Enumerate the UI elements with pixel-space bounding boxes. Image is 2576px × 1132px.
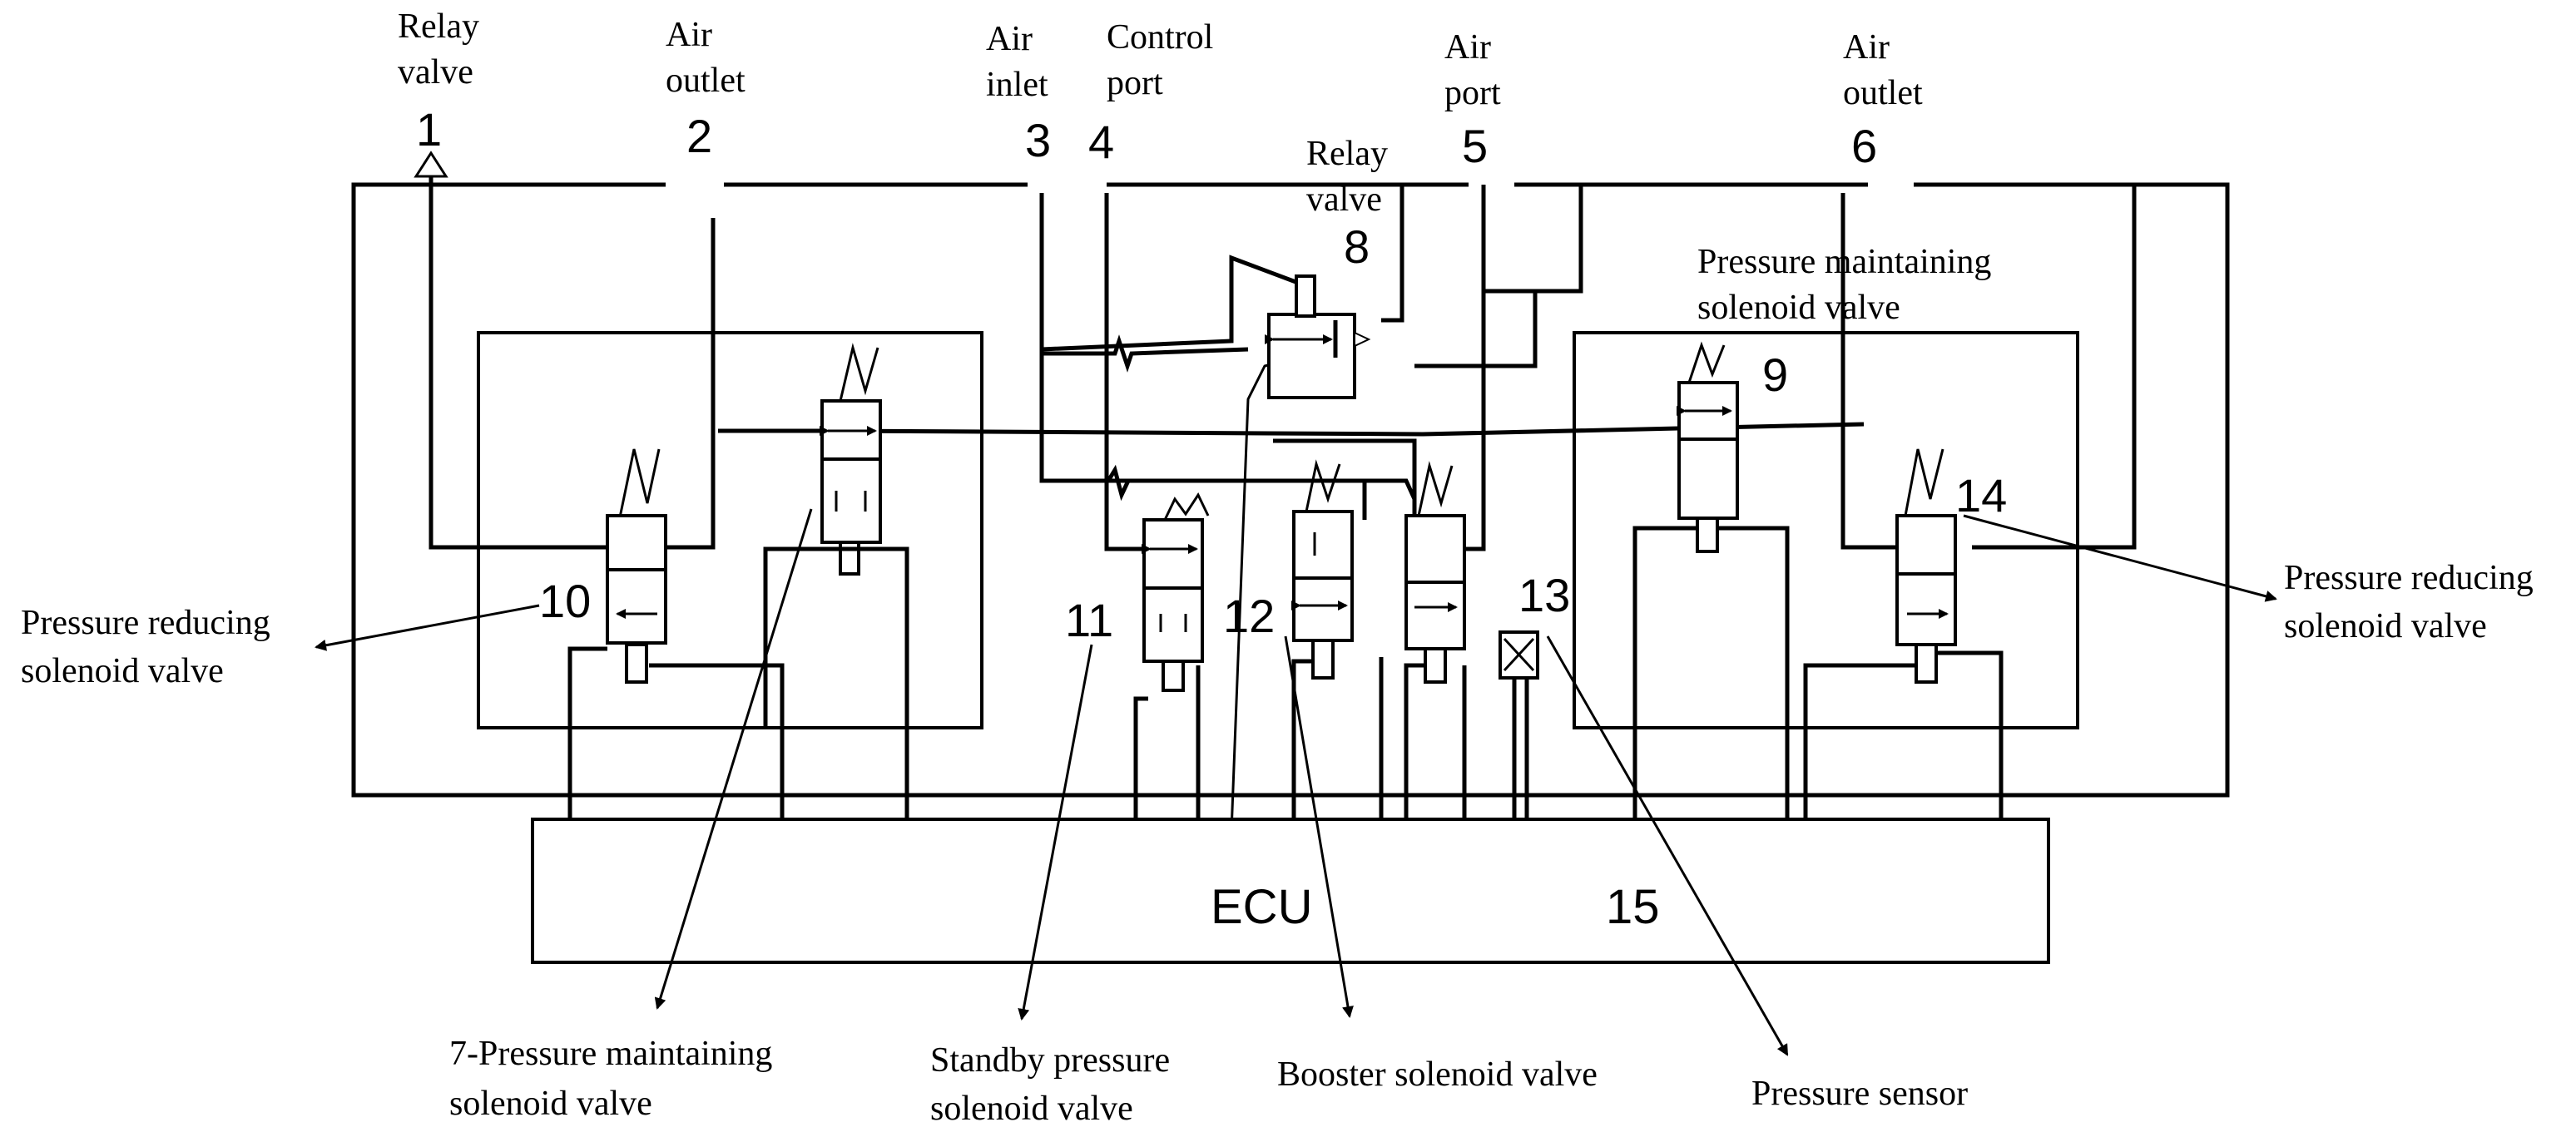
port-5-pipe (1481, 185, 1583, 294)
label-air-outlet-2-line2: outlet (666, 62, 746, 100)
booster-supply (1273, 438, 1417, 549)
label-air-inlet-3-line2: inlet (986, 66, 1048, 104)
number-4: 4 (1088, 116, 1114, 168)
label-relay-valve-1-line2: valve (398, 53, 473, 91)
callout-booster-line1: Booster solenoid valve (1277, 1055, 1598, 1094)
pressure-maintaining-line (718, 422, 1865, 437)
callout-pressure-reducing-left-line2: solenoid valve (21, 652, 224, 690)
number-8: 8 (1344, 220, 1370, 273)
relay-valve-8 (1265, 274, 1371, 399)
label-pressure-maintaining-9-line2: solenoid valve (1697, 289, 1900, 327)
left-valve-10-lower (567, 646, 607, 819)
port-5-down (1414, 291, 1538, 368)
label-air-outlet-6: Air outlet (1843, 28, 1923, 112)
left-module-frame (477, 331, 983, 729)
callout-pressure-reducing-left-line1: Pressure reducing (21, 604, 270, 642)
callout-pressure-sensor-line1: Pressure sensor (1751, 1075, 1968, 1113)
number-11: 11 (1065, 594, 1113, 646)
valve-11-standby-pressure (1142, 492, 1210, 692)
right-module-lower (1632, 526, 1697, 819)
housing-frame (351, 182, 2230, 798)
number-12: 12 (1223, 590, 1275, 642)
label-relay-valve-8-line1: Relay (1306, 135, 1388, 173)
callout-pressure-maintaining-7-line1: 7-Pressure maintaining (449, 1035, 772, 1073)
number-5: 5 (1462, 120, 1488, 172)
callout-pressure-reducing-right-line1: Pressure reducing (2284, 559, 2534, 597)
valve-12-booster (1291, 459, 1354, 680)
label-control-port-4-line1: Control (1107, 18, 1213, 57)
label-air-port-5-line1: Air (1444, 28, 1491, 67)
label-air-port-5-line2: port (1444, 74, 1501, 112)
callout-standby-pressure-line1: Standby pressure (930, 1041, 1170, 1080)
cross-pipe-upper (1042, 334, 1249, 373)
booster-lower (1404, 663, 1425, 819)
valve-12-lower (1291, 659, 1313, 819)
label-air-inlet-3-line1: Air (986, 20, 1033, 58)
callout-pressure-reducing-right-line2: solenoid valve (2284, 607, 2487, 645)
label-pressure-maintaining-9: Pressure maintaining solenoid valve (1697, 243, 2000, 327)
ecu-label: ECU (1211, 880, 1312, 934)
callout-booster: Booster solenoid valve (1277, 1055, 1598, 1094)
label-control-port-4: Control port (1107, 18, 1222, 102)
leader-7 (654, 508, 813, 1010)
callout-standby-pressure: Standby pressure solenoid valve (930, 1041, 1179, 1128)
ecu-unit: ECU 15 (531, 818, 2050, 964)
callout-standby-pressure-line2: solenoid valve (930, 1090, 1133, 1128)
callout-pressure-reducing-left: Pressure reducing solenoid valve (21, 604, 279, 690)
port-1-relay-valve (414, 151, 606, 550)
number-3: 3 (1025, 114, 1051, 166)
relay-valve-8-control (1041, 255, 1299, 352)
right-valve-9-drain (1717, 526, 1790, 819)
port-5-column (1464, 291, 1486, 551)
label-air-outlet-2-line1: Air (666, 16, 712, 54)
right-valve-14-lower (1803, 663, 1916, 819)
label-air-outlet-2: Air outlet (666, 16, 746, 100)
number-2: 2 (686, 110, 712, 162)
leader-11 (1018, 644, 1093, 1021)
relay-valve-8-feed (1381, 185, 1404, 323)
label-control-port-4-line2: port (1107, 64, 1163, 102)
right-valve-14-drain (1936, 650, 2004, 819)
callout-pressure-maintaining-7: 7-Pressure maintaining solenoid valve (449, 1035, 781, 1123)
label-air-inlet-3: Air inlet (986, 20, 1048, 104)
valve-9-pressure-maintaining (1677, 341, 1739, 553)
port-4-pipe (1104, 193, 1155, 551)
valve-7-pressure-maintaining (820, 343, 882, 576)
leader-10 (315, 604, 540, 651)
label-air-outlet-6-line1: Air (1843, 28, 1890, 67)
valve-booster-exhaust (1404, 461, 1466, 684)
left-module-lower-pipes (763, 546, 909, 819)
valve-11-lower (1133, 696, 1148, 819)
callout-pressure-maintaining-7-line2: solenoid valve (449, 1085, 652, 1123)
leader-12 (1284, 635, 1354, 1018)
valve-10-pressure-reducing (606, 448, 667, 684)
label-pressure-maintaining-9-line1: Pressure maintaining (1697, 243, 1991, 281)
label-relay-valve-1: Relay valve (398, 7, 488, 91)
pressure-sensor-13 (1499, 630, 1539, 680)
right-return-pipe (1972, 185, 2137, 550)
number-9: 9 (1762, 348, 1788, 401)
callout-pressure-sensor: Pressure sensor (1751, 1075, 1968, 1113)
right-module-frame (1573, 331, 2079, 729)
label-air-port-5: Air port (1444, 28, 1501, 112)
callout-pressure-reducing-right: Pressure reducing solenoid valve (2284, 559, 2542, 645)
left-valve-10-drain (649, 663, 785, 819)
cross-pipe-lower (1042, 464, 1417, 502)
number-13: 13 (1518, 569, 1570, 621)
number-6: 6 (1851, 120, 1877, 172)
label-relay-valve-8: Relay valve (1306, 135, 1396, 219)
label-air-outlet-6-line2: outlet (1843, 74, 1923, 112)
port-2-pipe (666, 218, 716, 550)
label-relay-valve-8-line2: valve (1306, 180, 1382, 219)
number-10: 10 (539, 575, 591, 627)
valve-14-pressure-reducing (1895, 448, 1957, 684)
leader-13 (1546, 635, 1789, 1056)
number-14: 14 (1955, 469, 2007, 522)
label-relay-valve-1-line1: Relay (398, 7, 479, 46)
number-15: 15 (1606, 880, 1660, 934)
leader-14 (1963, 514, 2277, 602)
number-1: 1 (416, 103, 442, 156)
